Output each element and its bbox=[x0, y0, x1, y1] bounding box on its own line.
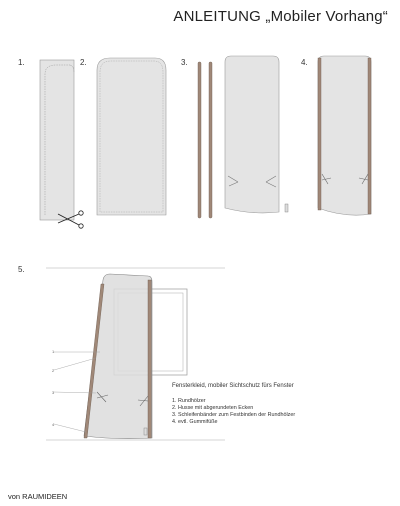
step-4-fabric bbox=[317, 55, 372, 216]
step-number-4: 4. bbox=[301, 58, 308, 67]
legend-item: 3. Schleifenbänder zum Festbinden der Ru… bbox=[172, 412, 296, 418]
step-3-fabric bbox=[224, 55, 280, 214]
rubber-foot-icon bbox=[284, 203, 289, 213]
scissors-icon bbox=[57, 210, 84, 229]
step-1-fabric bbox=[39, 59, 75, 221]
callout-2: 2 bbox=[52, 368, 55, 373]
description-text: Fensterkleid, mobiler Sichtschutz fürs F… bbox=[172, 383, 294, 389]
step-number-2: 2. bbox=[80, 58, 87, 67]
step-3-poles bbox=[197, 61, 213, 219]
step-number-3: 3. bbox=[181, 58, 188, 67]
legend: Fensterkleid, mobiler Sichtschutz fürs F… bbox=[172, 383, 295, 426]
legend-item: 2. Husse mit abgerundeten Ecken bbox=[172, 405, 254, 411]
footer-credit: von RAUMIDEEN bbox=[8, 492, 68, 501]
callout-4: 4 bbox=[52, 422, 55, 427]
legend-item: 4. evtl. Gummifüße bbox=[172, 419, 218, 425]
step-5-scene bbox=[46, 267, 225, 441]
callout-3: 3 bbox=[52, 390, 55, 395]
callout-1: 1 bbox=[52, 349, 55, 354]
step-2-fabric bbox=[96, 57, 167, 216]
page-title: ANLEITUNG „Mobiler Vorhang“ bbox=[173, 8, 388, 25]
step-number-1: 1. bbox=[18, 58, 25, 67]
legend-item: 1. Rundhölzer bbox=[172, 398, 206, 404]
step-number-5: 5. bbox=[18, 265, 25, 274]
